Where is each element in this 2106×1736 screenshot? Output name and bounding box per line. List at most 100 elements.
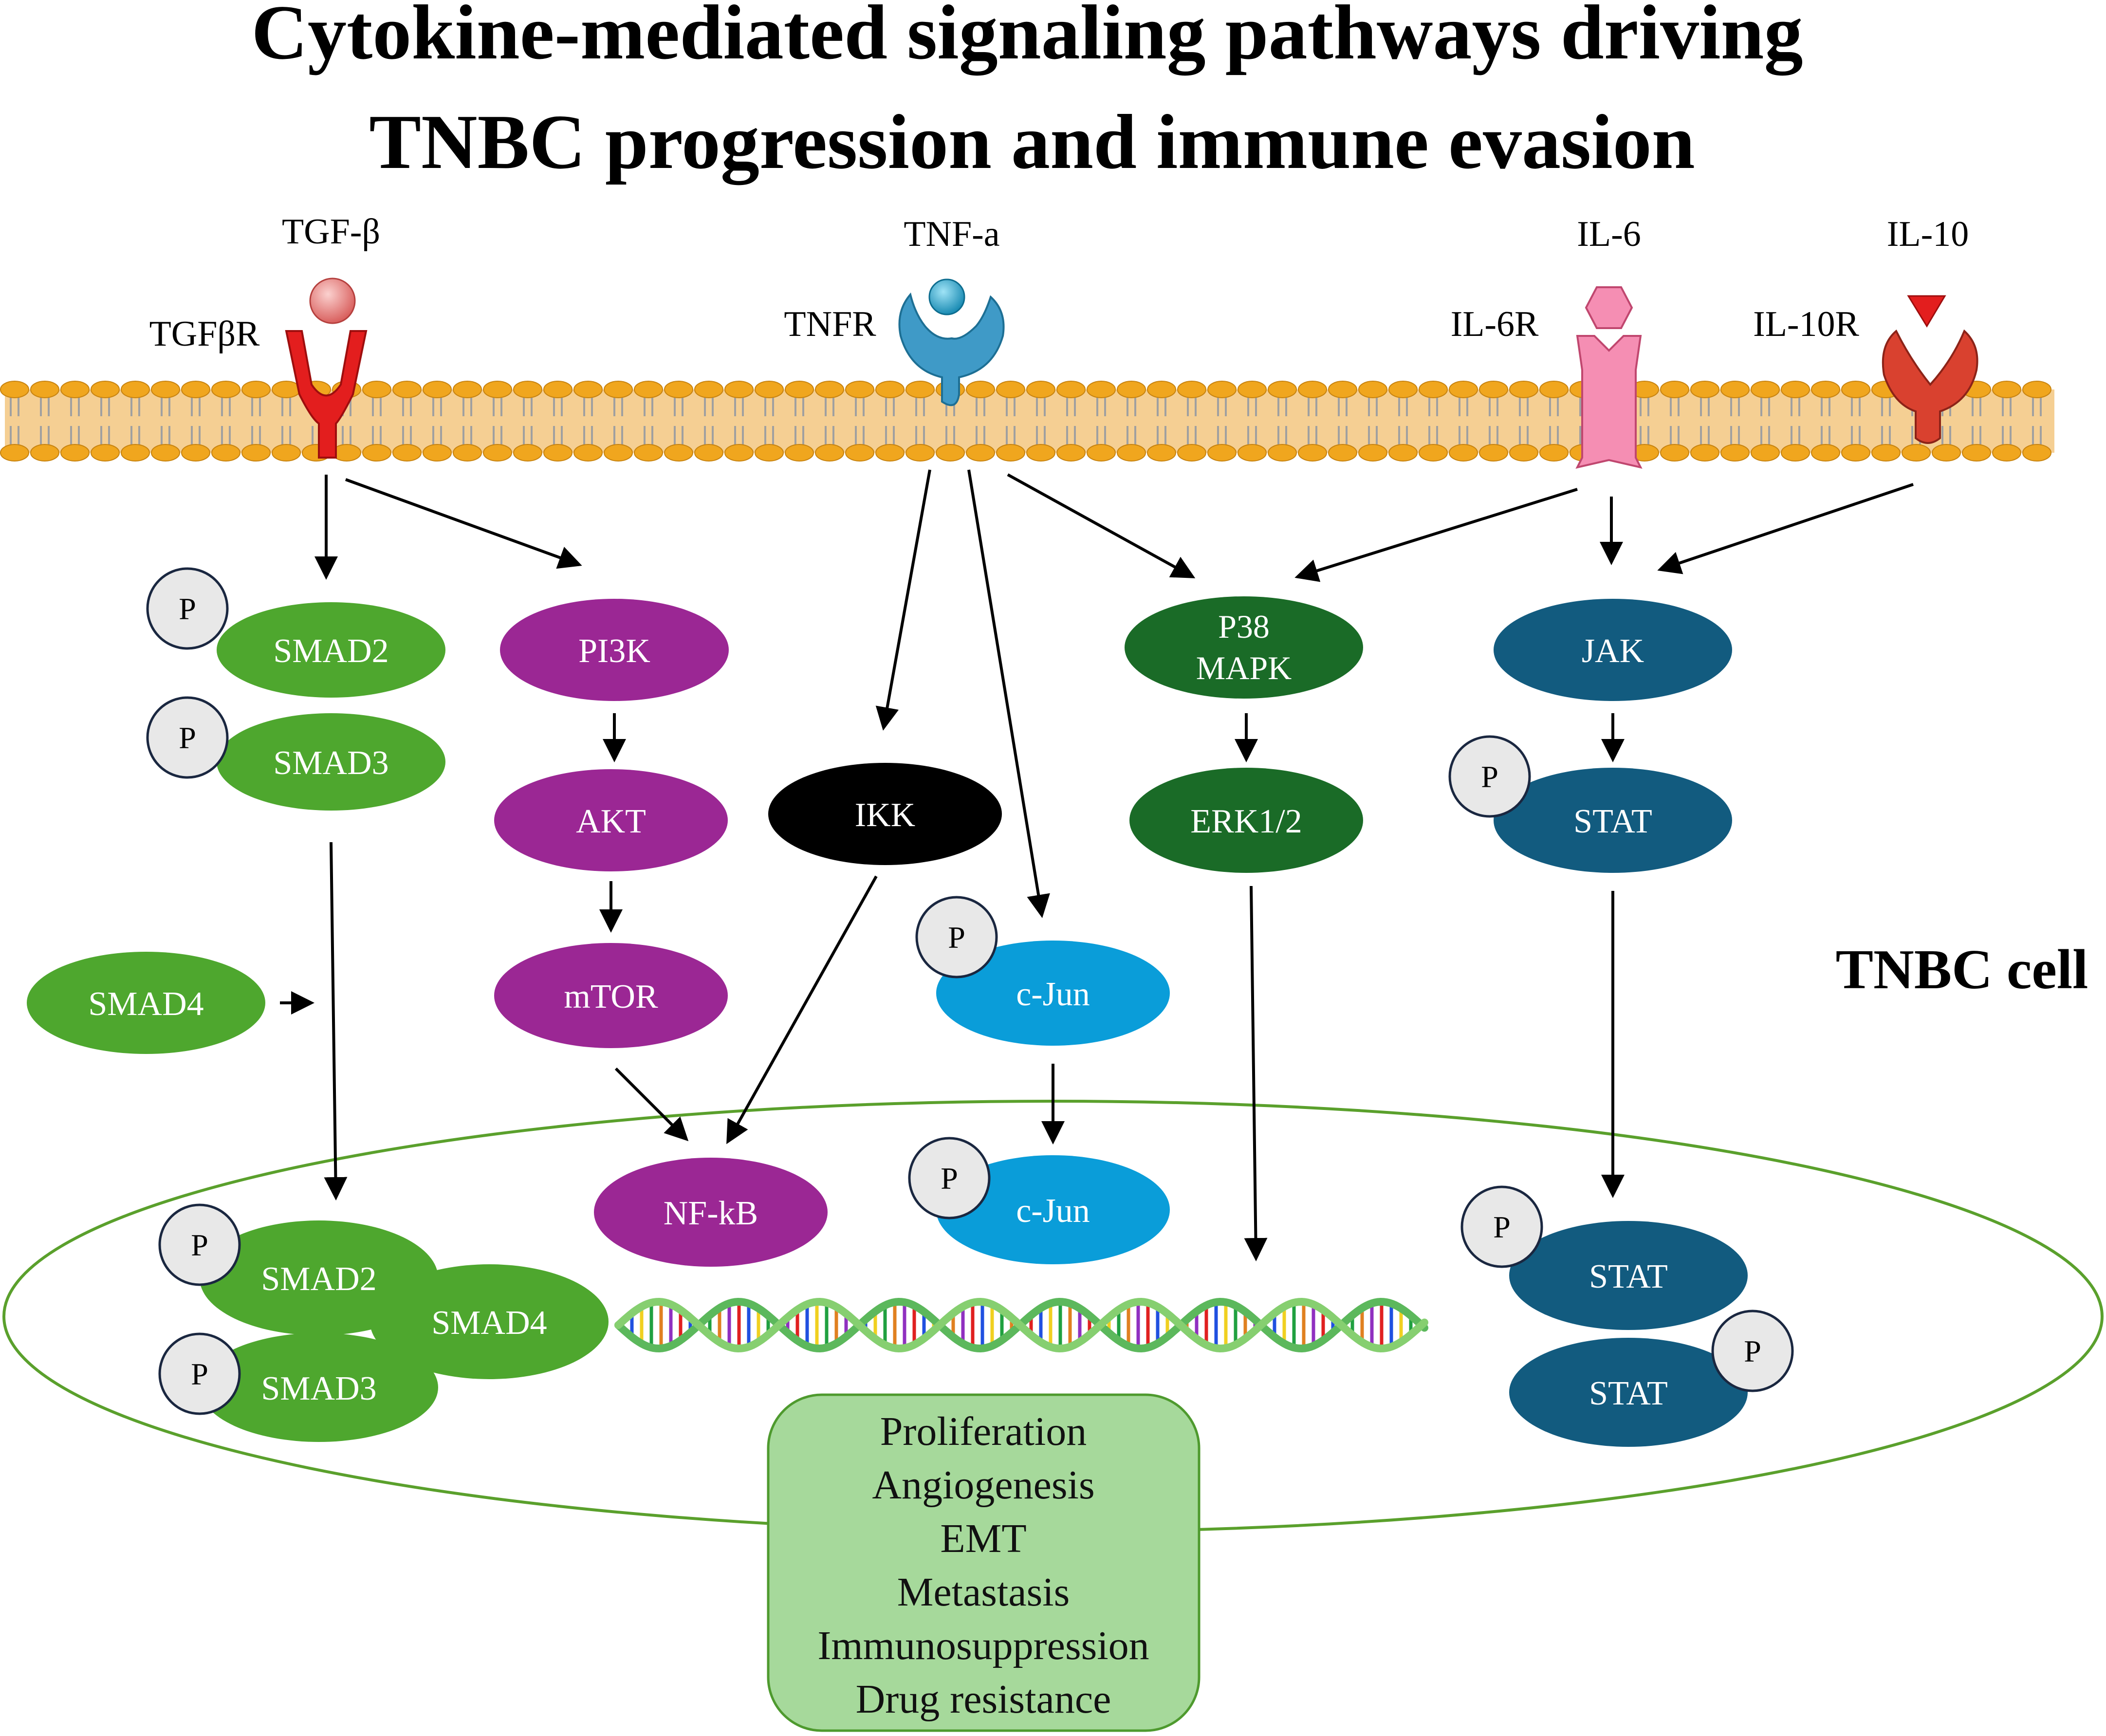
lipid-head: [1238, 381, 1267, 398]
lipid-head: [875, 444, 905, 462]
membrane-outer-heads: [0, 381, 2051, 416]
lipid-head: [392, 381, 422, 398]
lipid-head: [0, 444, 29, 462]
lipid-head: [1690, 444, 1719, 462]
tnfr-shape: [898, 292, 1005, 406]
lipid-head: [1026, 444, 1055, 462]
lipid-head: [151, 444, 180, 462]
phospho-smad2: P: [146, 567, 229, 650]
node-nuc-smad2: SMAD2: [200, 1220, 438, 1335]
lipid-head: [936, 444, 965, 462]
lipid-head: [181, 381, 210, 398]
cytokine-il6-label: IL-6: [1577, 214, 1641, 254]
node-smad2: SMAD2: [217, 602, 445, 698]
nuc-stat1-label: STAT: [1589, 1258, 1668, 1295]
lipid-head: [181, 444, 210, 462]
smad4-label: SMAD4: [88, 985, 203, 1023]
lipid-head: [1328, 381, 1357, 398]
lipid-head: [1207, 381, 1237, 398]
dna-strand: [614, 1297, 1428, 1353]
lipid-head: [272, 381, 301, 398]
phospho-nuc-stat2: P: [1711, 1310, 1794, 1392]
receptor-il6r-label: IL-6R: [1451, 304, 1539, 344]
node-nuc-cjun: c-Jun: [936, 1155, 1170, 1264]
lipid-head: [1268, 444, 1297, 462]
node-nfkb: NF-kB: [594, 1158, 828, 1267]
node-nuc-stat1: STAT: [1509, 1221, 1748, 1330]
nuc-cjun-label: c-Jun: [1016, 1192, 1090, 1230]
cjun-ellipse: [936, 941, 1170, 1046]
lipid-head: [1992, 444, 2021, 462]
node-pi3k: PI3K: [500, 599, 729, 701]
smad2-ellipse: [217, 602, 445, 698]
lipid-head: [1117, 381, 1146, 398]
cell-label: TNBC cell: [1836, 939, 2088, 1001]
lipid-head: [211, 444, 240, 462]
lipid-head: [1449, 381, 1478, 398]
lipid-head: [483, 444, 512, 462]
lipid-head: [362, 381, 391, 398]
lipid-head: [815, 381, 844, 398]
lipid-head: [483, 381, 512, 398]
lipid-head: [1388, 444, 1418, 462]
il6-ligand-hexagon: [1585, 286, 1633, 329]
lipid-head: [664, 381, 693, 398]
lipid-head: [1751, 444, 1780, 462]
lipid-head: [362, 444, 391, 462]
phospho-nuc-cjun-label: P: [941, 1161, 958, 1196]
il10-receptor: [1882, 295, 1978, 444]
node-akt: AKT: [494, 769, 728, 871]
phospho-stat: P: [1448, 735, 1531, 818]
tnfa-ligand-ball: [928, 278, 965, 315]
lipid-head: [1479, 444, 1508, 462]
smad4-ellipse: [27, 952, 265, 1054]
lipid-head: [1026, 381, 1055, 398]
lipid-head: [1841, 381, 1870, 398]
nuc-smad3-label: SMAD3: [261, 1370, 376, 1407]
tnf-receptor: [898, 278, 1005, 406]
outcome-5: Immunosuppression: [817, 1623, 1149, 1668]
lipid-head: [543, 444, 573, 462]
lipid-head: [1992, 381, 2021, 398]
lipid-head: [573, 381, 603, 398]
lipid-head: [875, 381, 905, 398]
tgfb-receptor: [285, 277, 368, 459]
stat-ellipse: [1494, 768, 1732, 873]
arrow-smad3-to-nucleus: [324, 842, 348, 1200]
arrow-il10r-to-jak: [1657, 483, 1914, 574]
lipid-head: [453, 381, 482, 398]
il6-receptor: [1575, 286, 1643, 469]
lipid-head: [1932, 444, 1961, 462]
lipid-head: [996, 444, 1025, 462]
lipid-head: [1479, 381, 1508, 398]
lipid-head: [905, 381, 935, 398]
lipid-head: [1841, 444, 1870, 462]
phospho-nuc-smad2: P: [158, 1203, 241, 1286]
node-ikk: IKK: [768, 763, 1002, 865]
outcome-6: Drug resistance: [856, 1677, 1111, 1722]
lipid-head: [724, 444, 754, 462]
lipid-head: [513, 444, 542, 462]
lipid-head: [91, 444, 120, 462]
lipid-head: [423, 444, 452, 462]
lipid-head: [1962, 444, 1991, 462]
lipid-head: [694, 444, 723, 462]
arrow-mtor-to-nfkb: [614, 1067, 689, 1142]
lipid-head: [1117, 444, 1146, 462]
node-smad3: SMAD3: [217, 713, 445, 811]
pi3k-label: PI3K: [578, 632, 650, 670]
lipid-head: [453, 444, 482, 462]
ikk-ellipse: [768, 763, 1002, 865]
tgfbr-y-shape: [285, 330, 368, 459]
receptor-tnfr-label: TNFR: [784, 304, 876, 344]
lipid-head: [241, 381, 271, 398]
arrow-il6r-to-p38: [1294, 488, 1578, 582]
lipid-head: [634, 444, 663, 462]
mtor-ellipse: [494, 943, 728, 1048]
il10-ligand-triangle: [1907, 295, 1946, 328]
outcome-box: Proliferation Angiogenesis EMT Metastasi…: [767, 1393, 1201, 1732]
lipid-head: [1720, 381, 1750, 398]
erk-label: ERK1/2: [1190, 803, 1302, 840]
lipid-head: [694, 381, 723, 398]
lipid-head: [1509, 381, 1538, 398]
